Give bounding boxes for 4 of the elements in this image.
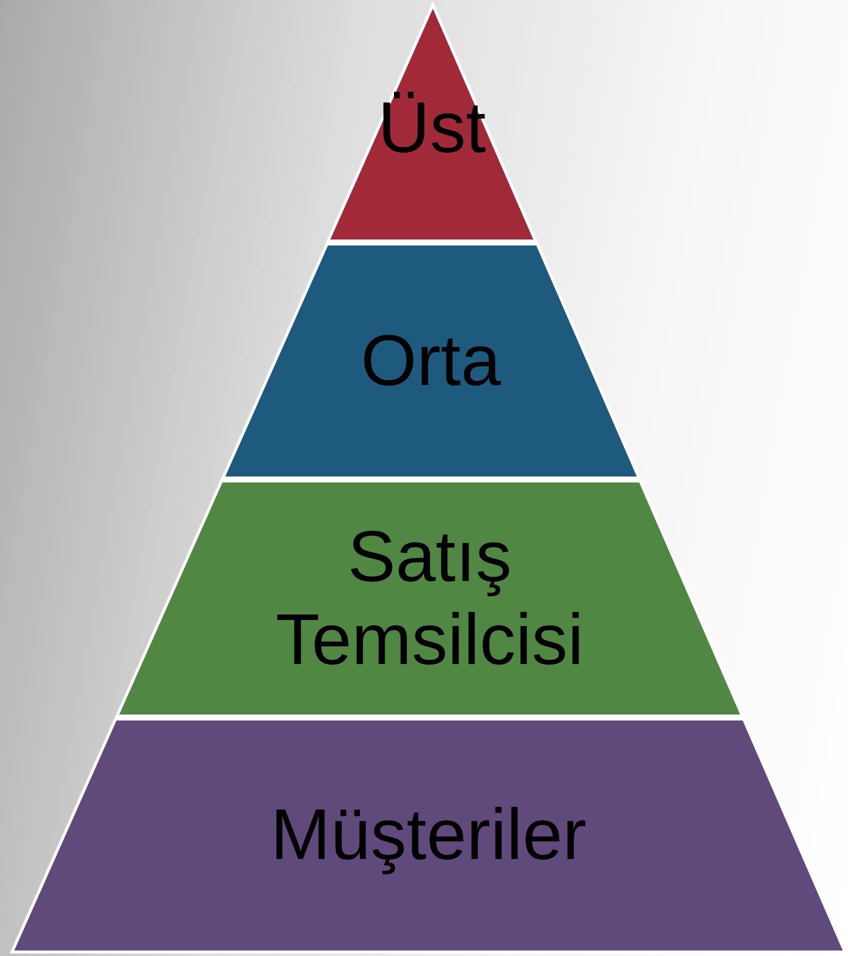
tier-label: Orta — [360, 320, 501, 402]
tier-label: Üst — [378, 86, 486, 170]
tier-label: Müşteriler — [270, 794, 587, 877]
tier-label: Satış Temsilcisi — [274, 516, 585, 682]
